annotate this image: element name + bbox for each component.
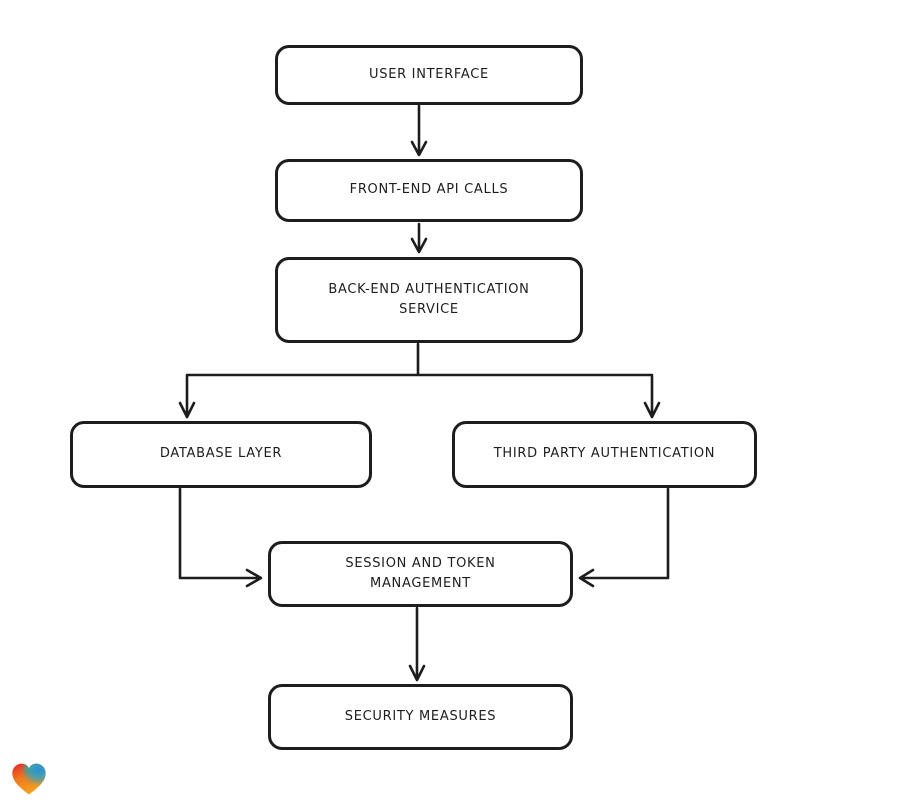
node-session-and-token-management-label: SESSION AND TOKEN MANAGEMENT (345, 555, 496, 591)
edge-back-end-authentication-service-branch (178, 342, 661, 419)
gradient-heart-logo-icon[interactable] (10, 759, 48, 799)
edge-front-end-api-calls-to-back-end-authentication-service (410, 222, 428, 254)
node-back-end-authentication-service: BACK-END AUTHENTICATION SERVICE (275, 257, 583, 343)
node-user-interface-label: USER INTERFACE (369, 66, 489, 82)
node-front-end-api-calls: FRONT-END API CALLS (275, 159, 583, 222)
node-front-end-api-calls-label: FRONT-END API CALLS (349, 182, 509, 198)
node-third-party-authentication-label: THIRD PARTY AUTHENTICATION (493, 446, 716, 462)
node-back-end-authentication-service-label: BACK-END AUTHENTICATION SERVICE (328, 281, 530, 317)
node-database-layer-label: DATABASE LAYER (159, 446, 283, 462)
edge-session-and-token-management-to-security-measures (408, 606, 426, 682)
edge-user-interface-to-front-end-api-calls (410, 104, 428, 157)
node-third-party-authentication: THIRD PARTY AUTHENTICATION (452, 421, 757, 488)
edge-database-layer-to-session-and-token-management (178, 487, 263, 588)
node-user-interface: USER INTERFACE (275, 45, 583, 105)
edge-third-party-authentication-to-session-and-token-management (578, 487, 670, 588)
node-security-measures: SECURITY MEASURES (268, 684, 573, 750)
node-session-and-token-management: SESSION AND TOKEN MANAGEMENT (268, 541, 573, 607)
node-security-measures-label: SECURITY MEASURES (344, 708, 497, 724)
node-database-layer: DATABASE LAYER (70, 421, 372, 488)
